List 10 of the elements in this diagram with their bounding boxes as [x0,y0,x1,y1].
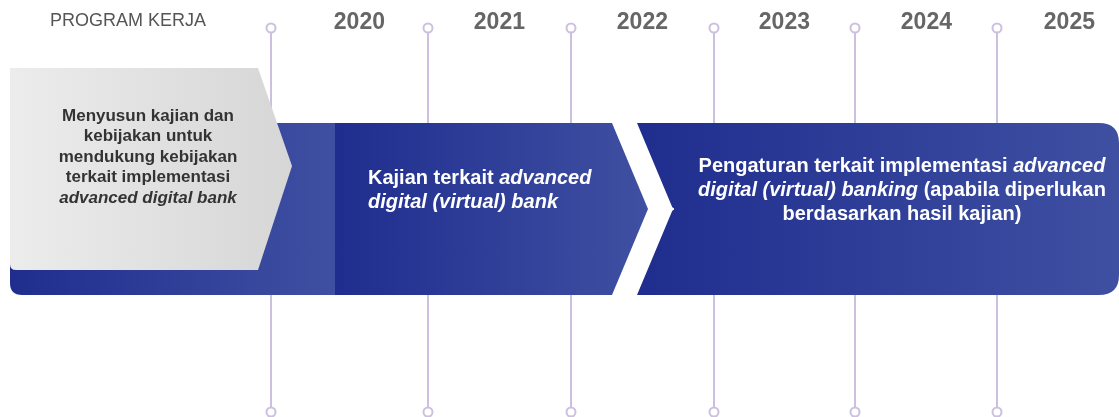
year-label: 2022 [616,8,668,35]
stage-text: Pengaturan terkait implementasi advanced digital (virtual) banking (apabila diperlukan berdasarkan hasil kajian) [697,153,1107,225]
year-label: 2021 [473,8,525,35]
column-heading: PROGRAM KERJA [50,10,207,31]
stage-text: Kajian terkait advanced digital (virtual) bank [368,165,593,213]
year-label: 2023 [758,8,810,35]
year-label: 2024 [900,8,952,35]
year-label: 2020 [333,8,385,35]
year-label: 2025 [1043,8,1095,35]
stage-text: Menyusun kajian dan kebijakan untuk mendukung kebijakan terkait implementasi advanced digital bank [57,106,239,208]
